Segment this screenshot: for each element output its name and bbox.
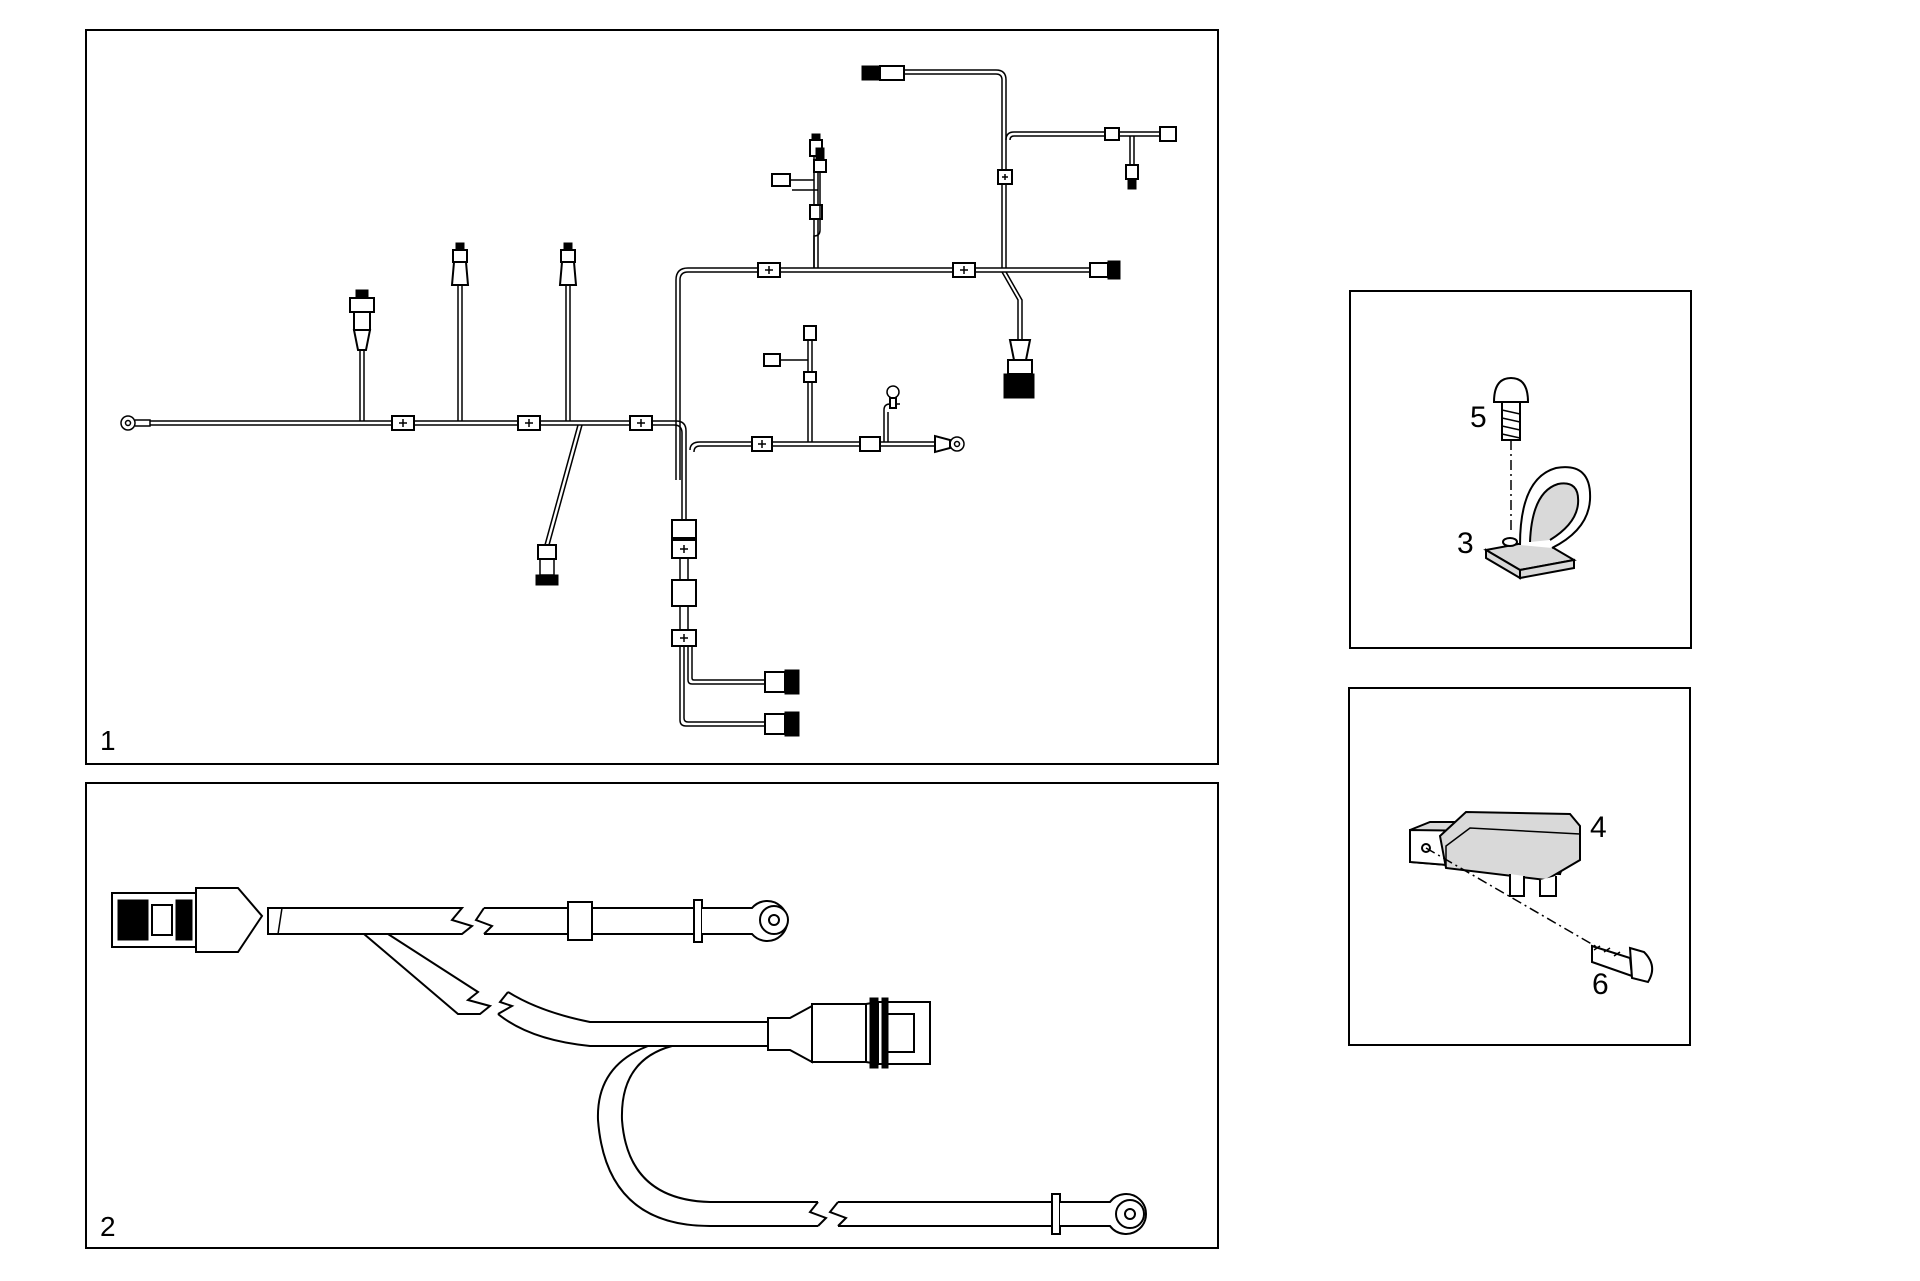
callout-3: 3 bbox=[1457, 527, 1474, 560]
branch-connector-c bbox=[558, 242, 578, 421]
cable-left-connector bbox=[111, 887, 264, 953]
callout-4: 4 bbox=[1590, 811, 1607, 844]
panel-4-module: 4 6 bbox=[1348, 687, 1691, 1046]
panel-1-wiring-harness: 1 bbox=[85, 29, 1219, 765]
screw-upper-icon bbox=[1492, 376, 1530, 441]
control-module-icon bbox=[1409, 810, 1581, 897]
cable-lower-run bbox=[361, 933, 931, 1069]
cable-upper-run bbox=[267, 899, 789, 943]
panel-3-frame bbox=[1349, 290, 1692, 649]
harness-upper-trunk bbox=[757, 65, 1177, 399]
module-axis-line bbox=[1425, 847, 1603, 951]
branch-connector-a bbox=[349, 289, 375, 351]
panel-1-label: 1 bbox=[100, 725, 116, 756]
harness-lower-trunk bbox=[689, 147, 965, 454]
branch-connector-b bbox=[450, 242, 470, 421]
screw-lower-icon bbox=[1591, 944, 1654, 984]
branch-sensor-down bbox=[535, 424, 583, 586]
panel-1-frame bbox=[85, 29, 1219, 765]
p-clamp-icon bbox=[1483, 466, 1592, 580]
panel-2-label: 2 bbox=[100, 1211, 116, 1242]
panel-2-y-cable: 2 bbox=[85, 782, 1219, 1249]
panel-3-clamp: 5 3 bbox=[1349, 290, 1692, 649]
harness-main-trunk bbox=[120, 350, 687, 480]
panel-2-frame bbox=[85, 782, 1219, 1249]
callout-5: 5 bbox=[1470, 401, 1487, 434]
callout-6: 6 bbox=[1592, 968, 1609, 1001]
panel-4-frame bbox=[1348, 687, 1691, 1046]
harness-vertical-trunk bbox=[671, 267, 800, 737]
cable-ground-branch bbox=[596, 1045, 1147, 1235]
